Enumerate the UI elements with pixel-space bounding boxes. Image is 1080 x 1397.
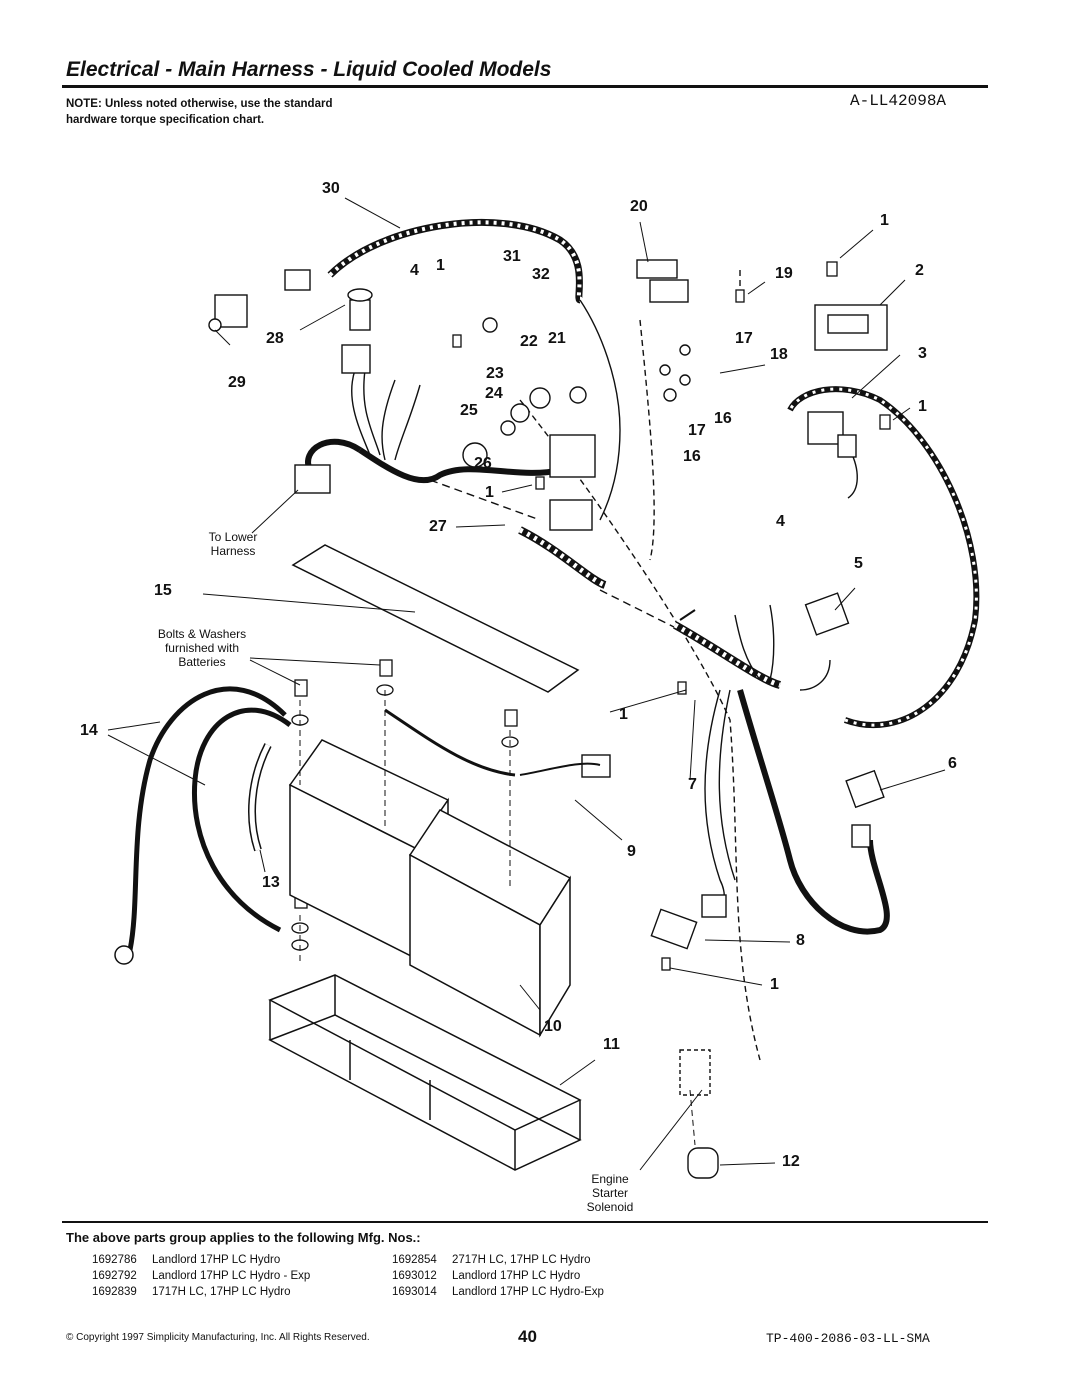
callout-30: 30 — [322, 180, 340, 197]
mfg-model: Landlord 17HP LC Hydro-Exp — [452, 1286, 604, 1298]
harness-connector — [294, 464, 331, 494]
mfg-row: 1692839 1717H LC, 17HP LC Hydro — [92, 1286, 291, 1298]
callout-28: 28 — [266, 330, 284, 347]
key-switch-body — [349, 299, 371, 331]
copyright: © Copyright 1997 Simplicity Manufacturin… — [66, 1332, 370, 1343]
callout-7: 7 — [688, 776, 697, 793]
mfg-number: 1692839 — [92, 1286, 137, 1298]
solenoid-housing — [679, 1049, 711, 1096]
callout-16: 16 — [683, 448, 701, 465]
key-22 — [569, 386, 587, 404]
callout-17: 17 — [735, 330, 753, 347]
mfg-row: 1693012 Landlord 17HP LC Hydro — [392, 1270, 580, 1282]
mfg-number: 1692792 — [92, 1270, 137, 1282]
relay-bracket-20 — [636, 259, 678, 279]
callout-27: 27 — [429, 518, 447, 535]
callout-1: 1 — [485, 484, 494, 501]
mfg-row: 1692854 2717H LC, 17HP LC Hydro — [392, 1254, 591, 1266]
callout-6: 6 — [948, 755, 957, 772]
regulator-26 — [549, 434, 596, 478]
connector-block-28 — [341, 344, 371, 374]
mfg-model: 2717H LC, 17HP LC Hydro — [452, 1254, 591, 1266]
section-rule — [62, 1221, 988, 1223]
callout-20: 20 — [630, 198, 648, 215]
switch-5 — [804, 592, 850, 636]
mfg-row: 1692786 Landlord 17HP LC Hydro — [92, 1254, 280, 1266]
panel-15 — [291, 544, 580, 693]
relay-8 — [650, 908, 698, 950]
cable-14-a — [127, 686, 287, 951]
mfg-model: 1717H LC, 17HP LC Hydro — [152, 1286, 291, 1298]
parts-diagram — [107, 197, 980, 1179]
to-lower-harness-label: To Lower Harness — [208, 530, 258, 558]
callout-1: 1 — [770, 976, 779, 993]
mfg-number: 1693012 — [392, 1270, 437, 1282]
bolts-washers-label: Bolts & Washers furnished with Batteries — [157, 627, 247, 669]
callout-19: 19 — [775, 265, 793, 282]
document-number: TP-400-2086-03-LL-SMA — [766, 1331, 930, 1346]
fuse-holder-7 — [581, 754, 611, 778]
cable-9 — [384, 708, 516, 777]
mfg-model: Landlord 17HP LC Hydro — [152, 1254, 281, 1266]
callout-12: 12 — [782, 1153, 800, 1170]
solenoid-12 — [687, 1147, 719, 1179]
callout-26: 26 — [474, 455, 492, 472]
callout-1: 1 — [880, 212, 889, 229]
connector-24 — [462, 442, 488, 468]
switch-6 — [845, 769, 885, 809]
callout-18: 18 — [770, 346, 788, 363]
mfg-number: 1692854 — [392, 1254, 437, 1266]
callout-8: 8 — [796, 932, 805, 949]
callout-16: 16 — [714, 410, 732, 427]
callout-4: 4 — [410, 262, 419, 279]
callout-25: 25 — [460, 402, 478, 419]
callout-2: 2 — [915, 262, 924, 279]
callout-5: 5 — [854, 555, 863, 572]
callout-3: 3 — [918, 345, 927, 362]
callout-1: 1 — [436, 257, 445, 274]
upper-harness — [327, 218, 584, 304]
batteries-13 — [288, 739, 572, 1038]
drawing-number: A-LL42098A — [850, 92, 947, 110]
torque-note: NOTE: Unless noted otherwise, use the st… — [66, 98, 333, 126]
engine-starter-solenoid-label: Engine Starter Solenoid — [586, 1172, 634, 1212]
mfg-model: Landlord 17HP LC Hydro — [452, 1270, 581, 1282]
callout-17: 17 — [688, 422, 706, 439]
callout-21: 21 — [548, 330, 566, 347]
callout-32: 32 — [532, 266, 550, 283]
connector-30 — [284, 269, 311, 291]
battery-tray-10 — [268, 974, 582, 1171]
title-rule — [62, 85, 988, 88]
grommet-23 — [529, 387, 551, 409]
mfg-row: 1693014 Landlord 17HP LC Hydro-Exp — [392, 1286, 604, 1298]
callout-31: 31 — [503, 248, 521, 265]
callout-13: 13 — [262, 874, 280, 891]
callout-23: 23 — [486, 365, 504, 382]
mfg-model: Landlord 17HP LC Hydro - Exp — [152, 1270, 311, 1282]
callout-1: 1 — [619, 706, 628, 723]
page-number: 40 — [518, 1327, 537, 1346]
mfg-number: 1692786 — [92, 1254, 137, 1266]
page-title: Electrical - Main Harness - Liquid Coole… — [66, 58, 552, 81]
callout-9: 9 — [627, 843, 636, 860]
mfg-row: 1692792 Landlord 17HP LC Hydro - Exp — [92, 1270, 310, 1282]
callout-22: 22 — [520, 333, 538, 350]
connector-3 — [807, 411, 844, 445]
callout-4: 4 — [776, 513, 785, 530]
callout-29: 29 — [228, 374, 246, 391]
switch-connector-6 — [851, 824, 871, 848]
callout-14: 14 — [80, 722, 98, 739]
callout-1: 1 — [918, 398, 927, 415]
callout-10: 10 — [544, 1018, 562, 1035]
mfg-number: 1693014 — [392, 1286, 437, 1298]
applies-heading: The above parts group applies to the fol… — [66, 1230, 421, 1245]
callout-24: 24 — [485, 385, 503, 402]
connector-27 — [549, 499, 593, 531]
callout-11: 11 — [603, 1036, 620, 1053]
callout-15: 15 — [154, 582, 172, 599]
cable-14-b — [191, 707, 292, 933]
